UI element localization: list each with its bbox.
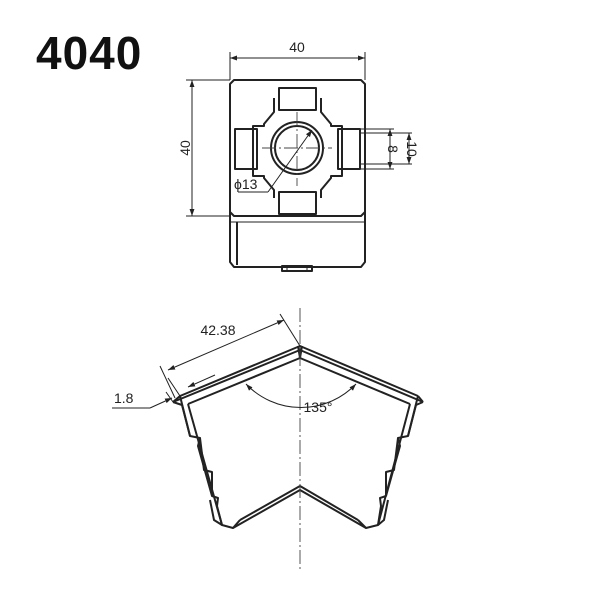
dim-angle-label: 135°: [304, 399, 333, 415]
slot-right: [337, 128, 361, 170]
dim-top-width: 40: [229, 39, 366, 80]
dim-slot-inner-label: 8: [385, 145, 401, 153]
profile-size-title: 4040: [36, 27, 143, 79]
dim-bore: ϕ13: [234, 129, 313, 193]
dim-side-height-label: 40: [177, 140, 193, 156]
dim-slot-outer-label: 10: [404, 141, 420, 157]
profile-cross-section: [229, 79, 366, 217]
dim-top-width-label: 40: [289, 39, 305, 55]
dim-bore-label: ϕ13: [234, 176, 258, 192]
dim-side-height: 40: [177, 79, 230, 217]
slot-bottom: [278, 191, 317, 215]
slot-top: [278, 87, 317, 111]
dim-wall-label: 1.8: [114, 390, 134, 406]
dim-angle: 135°: [245, 383, 357, 415]
dim-slot: 8 10: [360, 128, 420, 170]
angle-connector-plan: [172, 308, 424, 572]
slot-left: [234, 128, 258, 170]
dim-leg-length-label: 42.38: [200, 322, 235, 338]
dim-wall: 1.8: [112, 374, 216, 409]
connector-side-view: [229, 212, 366, 272]
dim-leg-length: 42.38: [159, 313, 301, 399]
